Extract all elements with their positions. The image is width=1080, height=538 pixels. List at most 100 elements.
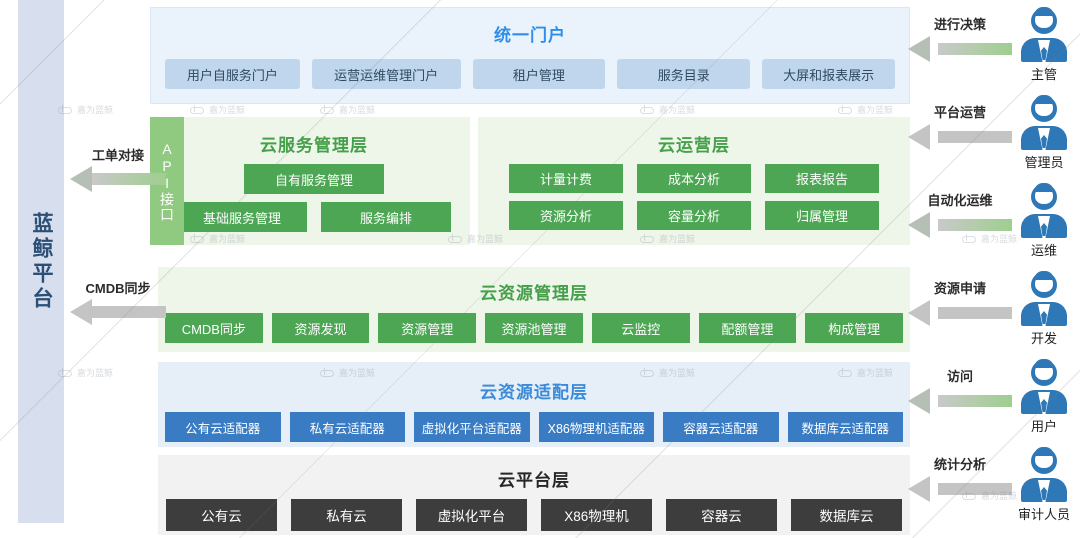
arrow-left-icon-0 bbox=[70, 166, 166, 192]
adapter-layer-row: 公有云适配器私有云适配器虚拟化平台适配器 X86物理机适配器容器云适配器数据库云适… bbox=[158, 412, 910, 442]
layer-unified-portal: 统一门户 用户自服务门户运营运维管理门户租户管理服务目录大屏和报表展示 bbox=[150, 7, 910, 104]
layer-cloud-resource-management: 云资源管理层 CMDB同步资源发现资源管理资源池管理云监控配额管理构成管理 bbox=[158, 267, 910, 352]
persona-flow-2: 自动化运维 bbox=[908, 184, 1012, 238]
portal-item-4[interactable]: 大屏和报表展示 bbox=[762, 59, 895, 89]
left-flow-label-1: CMDB同步 bbox=[85, 281, 151, 296]
ops-chip-r2-2[interactable]: 归属管理 bbox=[765, 201, 879, 230]
layer-cloud-resource-adapter: 云资源适配层 公有云适配器私有云适配器虚拟化平台适配器 X86物理机适配器容器云适… bbox=[158, 362, 910, 447]
persona-arrow-icon-0 bbox=[908, 36, 1012, 62]
platform-chip-3[interactable]: X86物理机 bbox=[541, 499, 652, 531]
layer-cloud-platform: 云平台层 公有云私有云虚拟化平台 X86物理机容器云数据库云 bbox=[158, 455, 910, 535]
ops-chip-r2-1[interactable]: 容量分析 bbox=[637, 201, 751, 230]
user-avatar-icon-5 bbox=[1018, 447, 1070, 502]
portal-item-0[interactable]: 用户自服务门户 bbox=[165, 59, 300, 89]
user-avatar-icon-4 bbox=[1018, 359, 1070, 414]
platform-chip-5[interactable]: 数据库云 bbox=[791, 499, 902, 531]
resource-chip-3[interactable]: 资源池管理 bbox=[485, 313, 583, 343]
service-layer-row-1: 自有服务管理 bbox=[158, 164, 470, 194]
service-chip-r2-1[interactable]: 服务编排 bbox=[321, 202, 451, 232]
user-avatar-icon-1 bbox=[1018, 95, 1070, 150]
persona-flow-label-5: 统计分析 bbox=[933, 457, 986, 472]
platform-layer-title: 云平台层 bbox=[498, 471, 570, 490]
persona-row-1: 平台运营管理员 bbox=[908, 95, 1080, 178]
resource-chip-1[interactable]: 资源发现 bbox=[271, 313, 370, 343]
layer-cloud-service-management: 云服务管理层 自有服务管理 基础服务管理服务编排 bbox=[158, 117, 470, 245]
resource-chip-0[interactable]: CMDB同步 bbox=[164, 313, 263, 343]
persona-figure-1: 管理员 bbox=[1012, 95, 1076, 171]
persona-figure-2: 运维 bbox=[1012, 183, 1076, 259]
persona-name-1: 管理员 bbox=[1024, 155, 1064, 170]
persona-flow-4: 访问 bbox=[908, 360, 1012, 414]
platform-chip-1[interactable]: 私有云 bbox=[291, 499, 402, 531]
persona-arrow-icon-1 bbox=[908, 124, 1012, 150]
portal-item-row: 用户自服务门户运营运维管理门户租户管理服务目录大屏和报表展示 bbox=[151, 59, 909, 89]
portal-item-3[interactable]: 服务目录 bbox=[617, 59, 751, 89]
api-interface-label: API接口 bbox=[159, 140, 176, 222]
persona-row-4: 访问用户 bbox=[908, 359, 1080, 442]
platform-chip-4[interactable]: 容器云 bbox=[666, 499, 777, 531]
user-avatar-icon-0 bbox=[1018, 7, 1070, 62]
persona-flow-label-3: 资源申请 bbox=[933, 281, 986, 296]
adapter-chip-0[interactable]: 公有云适配器 bbox=[165, 412, 281, 442]
ops-chip-r1-1[interactable]: 成本分析 bbox=[637, 164, 751, 193]
persona-flow-0: 进行决策 bbox=[908, 8, 1012, 62]
persona-name-5: 审计人员 bbox=[1017, 507, 1070, 522]
adapter-chip-4[interactable]: 容器云适配器 bbox=[663, 412, 779, 442]
resource-chip-4[interactable]: 云监控 bbox=[591, 313, 690, 343]
adapter-chip-5[interactable]: 数据库云适配器 bbox=[787, 412, 903, 442]
platform-layer-row: 公有云私有云虚拟化平台 X86物理机容器云数据库云 bbox=[158, 499, 910, 531]
resource-chip-6[interactable]: 构成管理 bbox=[805, 313, 904, 343]
persona-row-3: 资源申请 开发 bbox=[908, 271, 1080, 354]
portal-layer-title: 统一门户 bbox=[494, 26, 566, 45]
persona-row-0: 进行决策主管 bbox=[908, 7, 1080, 90]
portal-item-1[interactable]: 运营运维管理门户 bbox=[311, 59, 461, 89]
persona-flow-label-4: 访问 bbox=[946, 369, 973, 384]
persona-figure-3: 开发 bbox=[1012, 271, 1076, 347]
platform-chip-0[interactable]: 公有云 bbox=[166, 499, 277, 531]
persona-name-2: 运维 bbox=[1030, 243, 1057, 258]
ops-chip-r1-2[interactable]: 报表报告 bbox=[765, 164, 879, 193]
service-layer-title: 云服务管理层 bbox=[260, 136, 368, 155]
adapter-chip-3[interactable]: X86物理机适配器 bbox=[538, 412, 654, 442]
api-interface-bar: API接口 bbox=[150, 117, 184, 245]
adapter-chip-1[interactable]: 私有云适配器 bbox=[289, 412, 405, 442]
ops-layer-row-2: 资源分析容量分析归属管理 bbox=[478, 201, 910, 230]
service-chip-r1-0[interactable]: 自有服务管理 bbox=[244, 164, 384, 194]
ops-chip-r1-0[interactable]: 计量计费 bbox=[509, 164, 623, 193]
persona-arrow-icon-3 bbox=[908, 300, 1012, 326]
persona-flow-5: 统计分析 bbox=[908, 448, 1012, 502]
persona-flow-3: 资源申请 bbox=[908, 272, 1012, 326]
platform-chip-2[interactable]: 虚拟化平台 bbox=[416, 499, 527, 531]
user-avatar-icon-2 bbox=[1018, 183, 1070, 238]
resource-layer-row: CMDB同步资源发现资源管理资源池管理云监控配额管理构成管理 bbox=[158, 313, 910, 343]
persona-row-2: 自动化运维运维 bbox=[908, 183, 1080, 266]
persona-flow-label-0: 进行决策 bbox=[933, 17, 986, 32]
ops-chip-r2-0[interactable]: 资源分析 bbox=[509, 201, 623, 230]
persona-arrow-icon-4 bbox=[908, 388, 1012, 414]
persona-figure-4: 用户 bbox=[1012, 359, 1076, 435]
persona-name-4: 用户 bbox=[1030, 419, 1057, 434]
service-layer-row-2: 基础服务管理服务编排 bbox=[158, 202, 470, 232]
user-avatar-icon-3 bbox=[1018, 271, 1070, 326]
resource-chip-5[interactable]: 配额管理 bbox=[698, 313, 797, 343]
persona-row-5: 统计分析审计人员 bbox=[908, 447, 1080, 530]
persona-flow-label-2: 自动化运维 bbox=[927, 193, 993, 208]
persona-arrow-icon-2 bbox=[908, 212, 1012, 238]
portal-item-2[interactable]: 租户管理 bbox=[472, 59, 606, 89]
persona-flow-label-1: 平台运营 bbox=[933, 105, 986, 120]
service-chip-r2-0[interactable]: 基础服务管理 bbox=[177, 202, 307, 232]
left-flow-1: CMDB同步 bbox=[70, 278, 166, 325]
left-flow-0: 工单对接 bbox=[70, 145, 166, 192]
resource-chip-2[interactable]: 资源管理 bbox=[378, 313, 477, 343]
adapter-layer-title: 云资源适配层 bbox=[480, 383, 588, 402]
persona-arrow-icon-5 bbox=[908, 476, 1012, 502]
persona-figure-5: 审计人员 bbox=[1012, 447, 1076, 523]
ops-layer-title: 云运营层 bbox=[658, 136, 730, 155]
arrow-left-icon-1 bbox=[70, 299, 166, 325]
adapter-chip-2[interactable]: 虚拟化平台适配器 bbox=[414, 412, 530, 442]
resource-layer-title: 云资源管理层 bbox=[480, 284, 588, 303]
persona-flow-1: 平台运营 bbox=[908, 96, 1012, 150]
ops-layer-row-1: 计量计费成本分析报表报告 bbox=[478, 164, 910, 193]
platform-rail-label: 蓝鲸平台 bbox=[30, 211, 54, 312]
persona-name-0: 主管 bbox=[1030, 67, 1057, 82]
